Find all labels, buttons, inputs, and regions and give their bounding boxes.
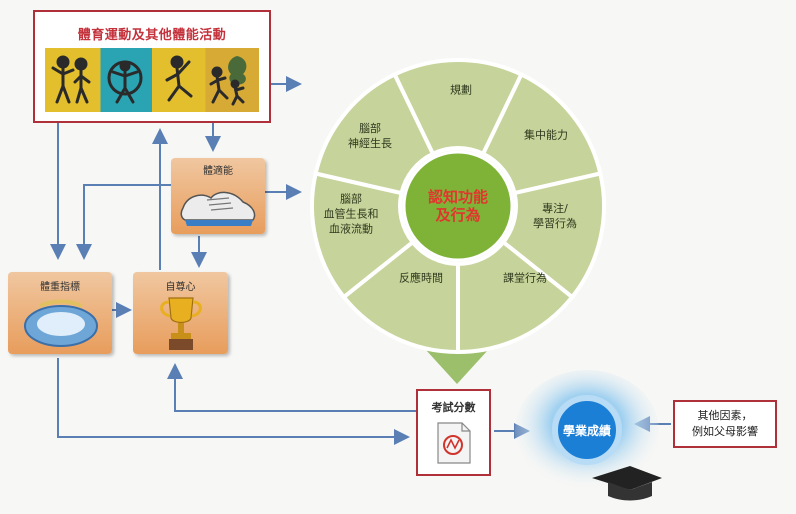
- graduation-cap-icon: [592, 466, 662, 501]
- wheel-segment: [341, 239, 460, 355]
- trophy-icon: [160, 297, 202, 350]
- physical-fitness-label: 體適能: [203, 166, 233, 177]
- cognitive-function-center: 認知功能 及行為: [427, 188, 489, 224]
- wheel-segment: [310, 171, 416, 300]
- wheel-segment: [500, 171, 606, 300]
- self-esteem-label: 自尊心: [165, 282, 196, 293]
- sports-figures-strip: [45, 48, 259, 112]
- academic-performance-graphic: [515, 370, 662, 501]
- cognitive-wheel: 規劃 集中能力 專注/ 學習行為 課堂行為 反應時間 腦部 血管生長和 血液流動…: [308, 56, 608, 356]
- segment-classroom-behavior: 課堂行為: [503, 271, 547, 285]
- academic-performance-label: 學業成績: [562, 424, 611, 438]
- other-factors-box: 其他因素， 例如父母影響: [673, 400, 777, 448]
- wheel-segment: [391, 58, 525, 157]
- weighing-scale-icon: [24, 299, 98, 347]
- sneaker-icon: [180, 191, 256, 226]
- graded-paper-icon: [437, 422, 471, 464]
- other-factors-line1: 其他因素，: [697, 409, 753, 422]
- physical-activity-title: 體育運動及其他體能活動: [77, 28, 227, 43]
- physical-fitness-box: 體適能: [171, 158, 265, 234]
- exam-score-title: 考試分數: [431, 401, 476, 414]
- segment-concentration: 集中能力: [524, 128, 568, 142]
- arrow-score-to-esteem: [167, 363, 416, 412]
- segment-brain-nerve-growth: 腦部 神經生長: [348, 122, 392, 150]
- segment-attention-learning: 專注/ 學習行為: [533, 202, 577, 230]
- running-family-icon: [209, 56, 247, 106]
- wheel-segment: [456, 239, 575, 355]
- body-weight-index-label: 體重指標: [40, 282, 80, 293]
- segment-brain-blood-vessels: 腦部 血管生長和 血液流動: [323, 192, 379, 236]
- wheel-center-circle: [402, 150, 514, 262]
- physical-activity-box: 體育運動及其他體能活動: [33, 10, 271, 123]
- body-weight-index-box: 體重指標: [8, 272, 112, 354]
- wheel-segment: [480, 71, 603, 196]
- arrow-health-to-score: [57, 358, 410, 445]
- other-factors-line2: 例如父母影響: [692, 425, 758, 438]
- segment-reaction-time: 反應時間: [399, 271, 443, 285]
- exam-score-box: 考試分數: [416, 389, 491, 476]
- jumping-figure-icon: [165, 55, 193, 102]
- arrow-fitness-to-health: [76, 184, 171, 260]
- dancing-figure-icon: [51, 55, 91, 104]
- cognitive-wheel-graphic: [310, 58, 606, 355]
- self-esteem-box: 自尊心: [133, 272, 228, 354]
- meditation-figure-icon: [107, 60, 143, 104]
- wheel-segment: [313, 71, 436, 196]
- segment-planning: 規劃: [450, 83, 472, 97]
